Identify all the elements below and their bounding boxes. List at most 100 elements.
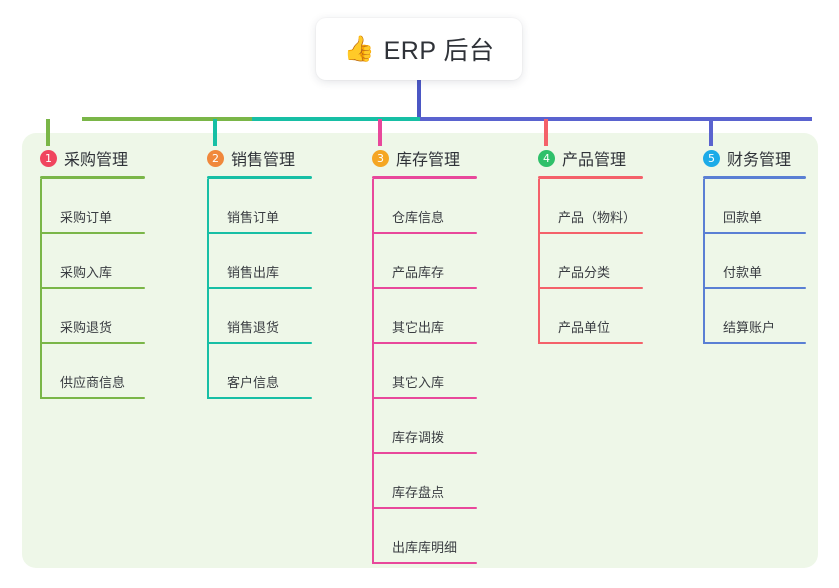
leaf-node-underline <box>40 287 145 289</box>
column-index-badge: 2 <box>207 149 224 167</box>
column-spine <box>703 179 705 344</box>
leaf-node-label: 采购订单 <box>60 210 113 225</box>
column-items: 回款单付款单结算账户 <box>703 179 806 344</box>
column-items: 采购订单采购入库采购退货供应商信息 <box>40 179 145 399</box>
leaf-node-label: 产品单位 <box>558 320 611 335</box>
leaf-node-label: 付款单 <box>723 265 763 280</box>
leaf-node-label: 采购退货 <box>60 320 113 335</box>
leaf-node-underline <box>372 232 477 234</box>
leaf-node-label: 产品库存 <box>392 265 445 280</box>
column-title: 财务管理 <box>727 152 792 169</box>
leaf-node-label: 仓库信息 <box>392 210 445 225</box>
column-index-badge: 1 <box>40 149 57 167</box>
leaf-node[interactable]: 采购退货 <box>40 289 145 344</box>
leaf-node[interactable]: 产品分类 <box>538 234 643 289</box>
column-header-underline <box>207 176 312 179</box>
column-header-underline <box>538 176 643 179</box>
leaf-node[interactable]: 采购订单 <box>40 179 145 234</box>
leaf-node-label: 产品（物料） <box>558 210 637 225</box>
leaf-node[interactable]: 其它入库 <box>372 344 477 399</box>
column-5: 5 财务管理回款单付款单结算账户 <box>703 146 806 344</box>
leaf-node-label: 库存调拨 <box>392 430 445 445</box>
leaf-node[interactable]: 库存盘点 <box>372 454 477 509</box>
leaf-node-underline <box>372 562 477 564</box>
column-spine <box>40 179 42 399</box>
leaf-node-underline <box>372 397 477 399</box>
leaf-node[interactable]: 客户信息 <box>207 344 312 399</box>
leaf-node-underline <box>207 342 312 344</box>
leaf-node-underline <box>207 397 312 399</box>
column-spine <box>538 179 540 344</box>
leaf-node-underline <box>372 287 477 289</box>
column-header-1[interactable]: 1 采购管理 <box>40 146 145 170</box>
column-items: 产品（物料） 产品分类产品单位 <box>538 179 643 344</box>
column-header-underline <box>703 176 806 179</box>
leaf-node[interactable]: 仓库信息 <box>372 179 477 234</box>
column-index-badge: 4 <box>538 149 555 167</box>
column-1: 1 采购管理采购订单采购入库采购退货供应商信息 <box>40 146 145 399</box>
column-header-4[interactable]: 4 产品管理 <box>538 146 643 170</box>
leaf-node-label: 供应商信息 <box>60 375 126 390</box>
column-spine <box>372 179 374 564</box>
leaf-node-underline <box>372 452 477 454</box>
diagram-background-panel <box>22 133 818 568</box>
column-header-underline <box>372 176 477 179</box>
leaf-node[interactable]: 库存调拨 <box>372 399 477 454</box>
leaf-node[interactable]: 付款单 <box>703 234 806 289</box>
leaf-node[interactable]: 产品单位 <box>538 289 643 344</box>
leaf-node[interactable]: 销售出库 <box>207 234 312 289</box>
leaf-node[interactable]: 销售退货 <box>207 289 312 344</box>
leaf-node-label: 结算账户 <box>723 320 776 335</box>
leaf-node[interactable]: 出库库明细 <box>372 509 477 564</box>
root-node-title: ERP 后台 <box>383 37 495 65</box>
leaf-node-underline <box>703 287 806 289</box>
column-title: 采购管理 <box>64 152 129 169</box>
leaf-node-label: 回款单 <box>723 210 763 225</box>
leaf-node[interactable]: 回款单 <box>703 179 806 234</box>
leaf-node-underline <box>703 342 806 344</box>
leaf-node[interactable]: 采购入库 <box>40 234 145 289</box>
leaf-node-label: 销售订单 <box>227 210 280 225</box>
leaf-node-underline <box>40 342 145 344</box>
column-header-2[interactable]: 2 销售管理 <box>207 146 312 170</box>
leaf-node-label: 其它入库 <box>392 375 445 390</box>
thumbs-up-icon: 👍 <box>343 34 375 63</box>
leaf-node[interactable]: 结算账户 <box>703 289 806 344</box>
leaf-node-underline <box>40 397 145 399</box>
column-title: 产品管理 <box>562 152 627 169</box>
leaf-node-label: 库存盘点 <box>392 485 445 500</box>
leaf-node-label: 销售退货 <box>227 320 280 335</box>
column-header-5[interactable]: 5 财务管理 <box>703 146 806 170</box>
leaf-node-underline <box>703 232 806 234</box>
leaf-node[interactable]: 产品库存 <box>372 234 477 289</box>
column-index-badge: 3 <box>372 149 389 167</box>
leaf-node-label: 采购入库 <box>60 265 113 280</box>
leaf-node-label: 出库库明细 <box>392 540 458 555</box>
leaf-node-underline <box>372 507 477 509</box>
column-header-underline <box>40 176 145 179</box>
column-index-badge: 5 <box>703 149 720 167</box>
leaf-node-underline <box>538 232 643 234</box>
leaf-node[interactable]: 其它出库 <box>372 289 477 344</box>
leaf-node-underline <box>40 232 145 234</box>
leaf-node-underline <box>372 342 477 344</box>
leaf-node[interactable]: 产品（物料） <box>538 179 643 234</box>
leaf-node-label: 客户信息 <box>227 375 280 390</box>
leaf-node[interactable]: 供应商信息 <box>40 344 145 399</box>
column-title: 销售管理 <box>231 152 296 169</box>
leaf-node-label: 产品分类 <box>558 265 611 280</box>
leaf-node-underline <box>538 342 643 344</box>
column-items: 仓库信息产品库存其它出库其它入库库存调拨库存盘点出库库明细 <box>372 179 477 564</box>
root-node-card[interactable]: 👍 ERP 后台 <box>316 18 522 80</box>
leaf-node-underline <box>207 287 312 289</box>
leaf-node-label: 销售出库 <box>227 265 280 280</box>
column-spine <box>207 179 209 399</box>
column-items: 销售订单销售出库销售退货客户信息 <box>207 179 312 399</box>
leaf-node-underline <box>538 287 643 289</box>
leaf-node[interactable]: 销售订单 <box>207 179 312 234</box>
column-4: 4 产品管理产品（物料） 产品分类产品单位 <box>538 146 643 344</box>
column-2: 2 销售管理销售订单销售出库销售退货客户信息 <box>207 146 312 399</box>
